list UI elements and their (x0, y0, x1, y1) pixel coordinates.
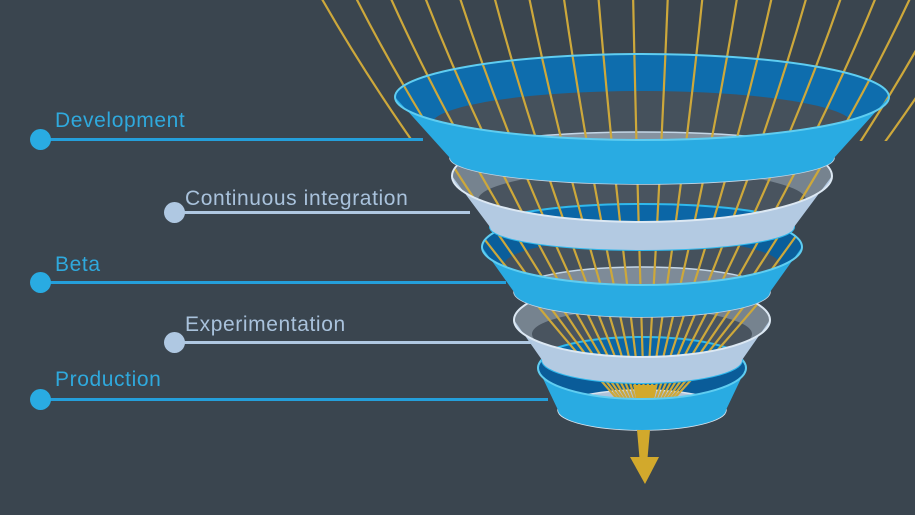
leader-line-production (41, 398, 548, 401)
stage-label-beta: Beta (55, 253, 101, 276)
stage-dot-development (30, 129, 51, 150)
stage-label-experimentation: Experimentation (185, 313, 346, 336)
ring4-band (514, 320, 770, 383)
leader-line-development (41, 138, 423, 141)
funnel-ring-development (394, 53, 890, 185)
stage-dot-experimentation (164, 332, 185, 353)
stage-label-development: Development (55, 109, 186, 132)
stage-label-production: Production (55, 368, 162, 391)
stage-dot-beta (30, 272, 51, 293)
leader-line-experimentation (175, 341, 532, 344)
ring3-band (482, 247, 802, 317)
stage-dot-production (30, 389, 51, 410)
leader-line-continuous-integration (175, 211, 470, 214)
ring1-rim (394, 53, 890, 141)
arrow-shaft (637, 430, 650, 464)
stage-dot-continuous-integration (164, 202, 185, 223)
arrow-head (630, 457, 659, 484)
stage-label-continuous-integration: Continuous integration (185, 187, 409, 210)
ring2-band (452, 176, 832, 250)
output-down-arrow-icon (630, 430, 659, 484)
leader-line-beta (41, 281, 506, 284)
